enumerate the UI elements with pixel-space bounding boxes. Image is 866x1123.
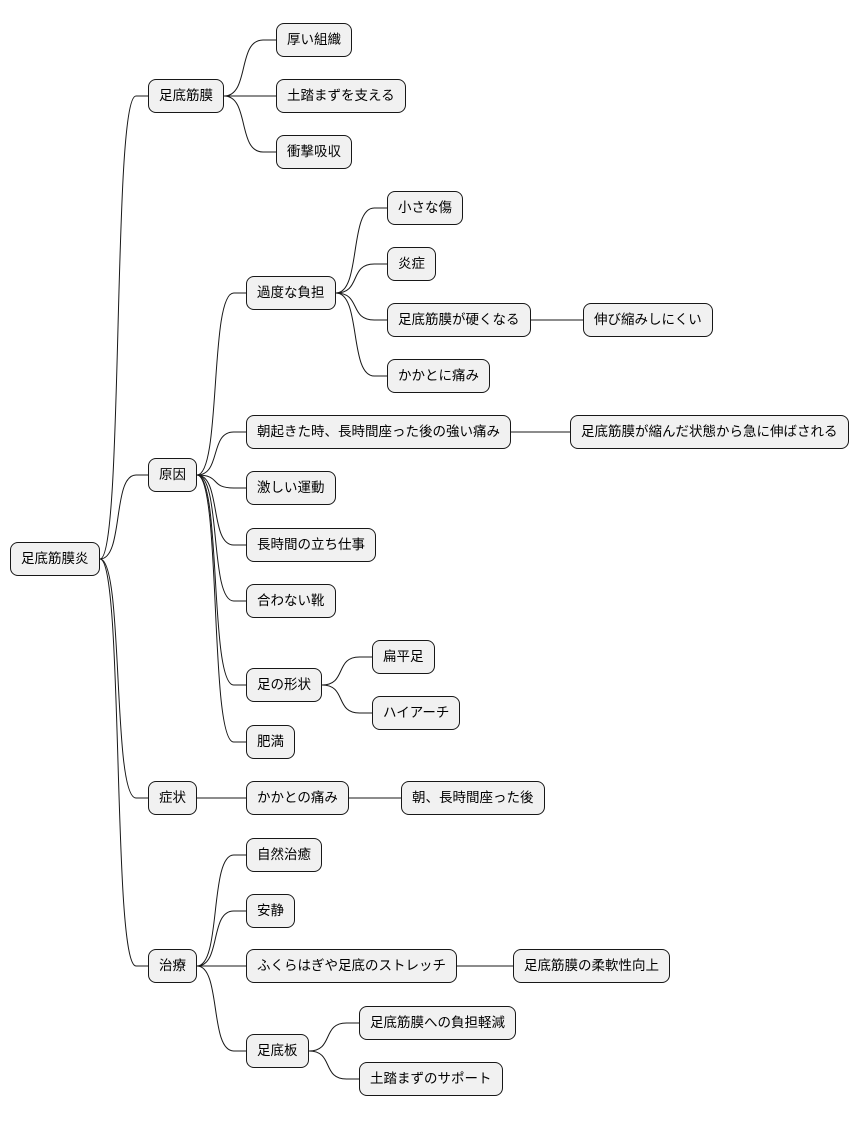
connector-line (308, 1022, 359, 1052)
sub-node-foot-shape: 足の形状 (246, 668, 322, 702)
leaf-node: 朝、長時間座った後 (401, 781, 545, 815)
leaf-node: 足底筋膜への負担軽減 (359, 1006, 516, 1040)
leaf-node: 足底筋膜が縮んだ状態から急に伸ばされる (570, 415, 849, 449)
sub-node-insole: 足底板 (246, 1034, 309, 1068)
leaf-node: 土踏まずのサポート (359, 1062, 503, 1096)
leaf-node: 長時間の立ち仕事 (246, 528, 376, 562)
sub-node: 足底筋膜が硬くなる (387, 303, 531, 337)
sub-node-overload: 過度な負担 (246, 276, 336, 310)
sub-node: ふくらはぎや足底のストレッチ (246, 949, 457, 983)
sub-node: かかとの痛み (246, 781, 349, 815)
leaf-node: 肥満 (246, 725, 295, 759)
leaf-node: 扁平足 (372, 640, 435, 674)
connector-line (196, 474, 246, 546)
connector-line (196, 474, 246, 686)
leaf-node: 小さな傷 (387, 191, 463, 225)
connector-line (196, 474, 246, 489)
branch-node-plantar-fascia: 足底筋膜 (148, 79, 224, 113)
leaf-node: 土踏まずを支える (276, 79, 406, 113)
leaf-node: 炎症 (387, 247, 436, 281)
branch-node-treatment: 治療 (148, 949, 197, 983)
connector-line (196, 431, 246, 476)
leaf-node: 合わない靴 (246, 584, 336, 618)
connector-line (223, 95, 276, 153)
connector-line (99, 474, 148, 560)
connector-line (196, 292, 246, 476)
connector-line (196, 474, 246, 743)
connector-line (99, 558, 148, 799)
branch-node-symptoms: 症状 (148, 781, 197, 815)
connector-line (196, 854, 246, 967)
leaf-node: 伸び縮みしにくい (583, 303, 713, 337)
connector-line (99, 95, 148, 560)
leaf-node: 激しい運動 (246, 471, 336, 505)
root-node: 足底筋膜炎 (10, 542, 100, 576)
connector-line (335, 207, 387, 294)
sub-node: 朝起きた時、長時間座った後の強い痛み (246, 415, 511, 449)
connector-line (321, 684, 372, 714)
connector-line (99, 558, 148, 967)
leaf-node: 足底筋膜の柔軟性向上 (513, 949, 670, 983)
leaf-node: 安静 (246, 894, 295, 928)
connector-line (308, 1050, 359, 1080)
leaf-node: 衝撃吸収 (276, 135, 352, 169)
connector-line (335, 263, 387, 294)
leaf-node: かかとに痛み (387, 359, 490, 393)
leaf-node: 自然治癒 (246, 838, 322, 872)
connector-line (321, 656, 372, 686)
connector-line (196, 474, 246, 602)
leaf-node: 厚い組織 (276, 23, 352, 57)
connector-line (196, 965, 246, 1052)
connector-line (223, 39, 276, 97)
connector-line (335, 292, 387, 321)
branch-node-causes: 原因 (148, 458, 197, 492)
connector-line (196, 910, 246, 967)
connector-line (335, 292, 387, 377)
leaf-node: ハイアーチ (372, 696, 461, 730)
